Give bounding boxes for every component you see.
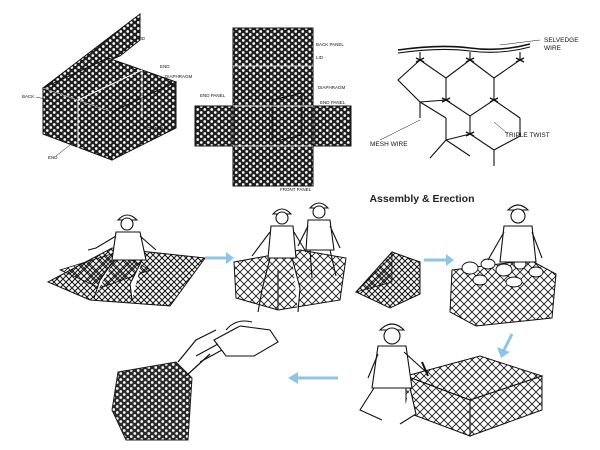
worker-1 bbox=[87, 214, 157, 301]
label-mesh-wire: MESH WIRE bbox=[370, 141, 408, 148]
arrow-step-1 bbox=[205, 252, 234, 264]
label-front: FRONT bbox=[152, 126, 168, 131]
closed-box-end bbox=[469, 375, 543, 437]
step-tie-edges bbox=[111, 320, 279, 441]
selvedge-wire bbox=[397, 43, 531, 51]
step-unfold-panels bbox=[46, 214, 206, 307]
arrow-step-4 bbox=[288, 372, 338, 384]
label-end-panel-left: END PANEL bbox=[200, 93, 226, 98]
hand-with-pliers bbox=[195, 320, 279, 363]
triple-twist-figure bbox=[379, 39, 541, 166]
worker-4 bbox=[487, 204, 543, 263]
label-back-panel: BACK PANEL bbox=[316, 42, 344, 47]
tied-mesh-edge bbox=[111, 361, 193, 441]
label-front-panel: FRONT PANEL bbox=[280, 187, 312, 192]
stones bbox=[461, 258, 544, 288]
gabion-box-figure: LID END BACK DIAPHRAGM FRONT END bbox=[22, 12, 193, 161]
label-end-panel-right: END PANEL bbox=[320, 100, 346, 105]
label-end2: END bbox=[48, 155, 58, 160]
label-lid: LID bbox=[138, 36, 146, 41]
label-wire: WIRE bbox=[544, 45, 562, 52]
folded-box bbox=[354, 250, 421, 309]
label-panel-diaphragm: DIAPHRAGM bbox=[318, 85, 346, 90]
panel-left-wing bbox=[194, 105, 234, 147]
step-fill-stones bbox=[449, 204, 557, 327]
worker-3 bbox=[297, 202, 341, 279]
label-triple-twist: TRIPLE TWIST bbox=[505, 132, 550, 139]
step-close-lid bbox=[359, 323, 544, 437]
arrow-step-3 bbox=[497, 333, 514, 358]
assembly-heading: Assembly & Erection bbox=[369, 193, 475, 205]
arrow-step-2 bbox=[424, 254, 454, 266]
unfolded-panels-figure: BACK PANEL LID END PANEL DIAPHRAGM END P… bbox=[194, 27, 352, 192]
label-panel-lid: LID bbox=[316, 55, 324, 60]
worker-5 bbox=[359, 323, 429, 425]
box-end bbox=[111, 81, 177, 161]
panel-diaphragm bbox=[271, 92, 303, 143]
label-diaphragm: DIAPHRAGM bbox=[165, 74, 193, 79]
panel-right-wing bbox=[312, 105, 352, 147]
raised-box bbox=[233, 249, 347, 311]
label-selvedge: SELVEDGE bbox=[544, 37, 579, 44]
label-back: BACK bbox=[22, 94, 34, 99]
label-end: END bbox=[160, 64, 170, 69]
step-raise-sides bbox=[233, 202, 347, 313]
